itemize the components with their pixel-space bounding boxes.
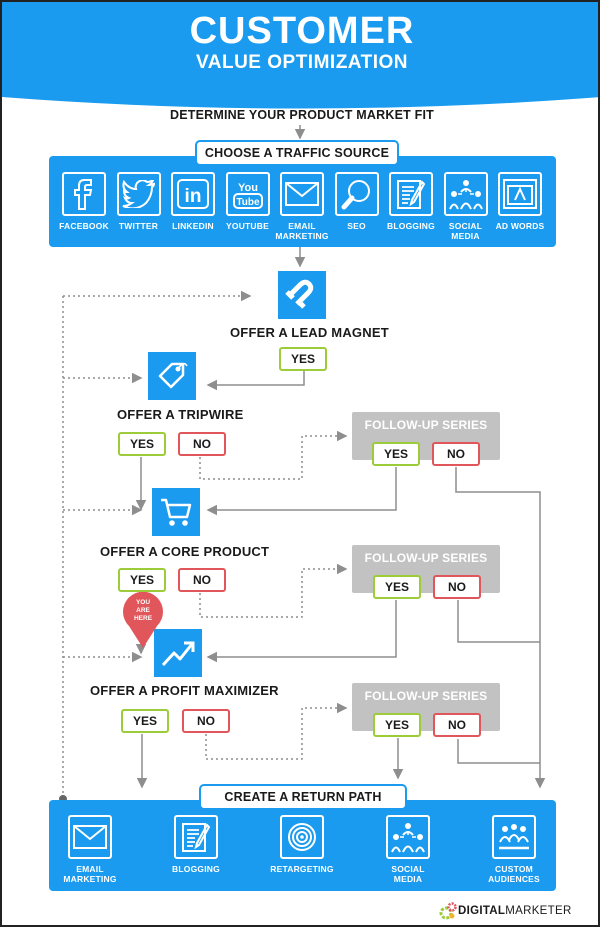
adwords-icon <box>498 172 542 216</box>
profit-maximizer-icon <box>154 629 202 677</box>
tripwire-label: OFFER A TRIPWIRE <box>117 407 244 422</box>
email-icon <box>280 172 324 216</box>
digital-marketer-logo: DIGITAL MARKETER <box>438 900 572 922</box>
blog-icon <box>389 172 433 216</box>
follow-up-title: FOLLOW-UP SERIES <box>364 418 488 432</box>
svg-text:You: You <box>238 182 258 194</box>
connector <box>206 600 397 663</box>
connector <box>206 371 305 391</box>
follow-up-3-yes: YES <box>373 713 421 737</box>
follow-up-1-no: NO <box>432 442 480 466</box>
traffic-source-label: AD WORDS <box>495 221 545 231</box>
traffic-source-label: LINKEDIN <box>172 221 214 231</box>
connector <box>457 600 540 643</box>
blog-icon <box>174 815 218 859</box>
traffic-source-title: CHOOSE A TRAFFIC SOURCE <box>195 140 399 166</box>
profit-maximizer-label: OFFER A PROFIT MAXIMIZER <box>90 683 279 698</box>
return-path-label: RETARGETING <box>270 864 334 874</box>
logo-text-digital: DIGITAL <box>458 905 506 917</box>
profit-maximizer-no: NO <box>182 709 230 733</box>
tripwire-no: NO <box>178 432 226 456</box>
core-product-icon <box>152 488 200 536</box>
traffic-source-label: FACEBOOK <box>59 221 109 231</box>
return-path-label: BLOGGING <box>172 864 220 874</box>
connector <box>455 467 546 789</box>
traffic-source-label: YOUTUBE <box>226 221 269 231</box>
core-product-label: OFFER A CORE PRODUCT <box>100 544 270 559</box>
social-icon <box>443 172 488 216</box>
lead-magnet-yes: YES <box>279 347 327 371</box>
traffic-source-panel <box>49 156 556 247</box>
target-icon <box>280 815 324 859</box>
lead-magnet-label: OFFER A LEAD MAGNET <box>230 325 389 340</box>
facebook-icon <box>62 172 106 216</box>
page-title: CUSTOMER <box>189 10 415 52</box>
lead-magnet-icon <box>278 271 326 319</box>
connector <box>206 467 397 516</box>
tripwire-yes: YES <box>118 432 166 456</box>
header-banner <box>2 2 598 109</box>
follow-up-title: FOLLOW-UP SERIES <box>364 551 488 565</box>
tripwire-icon <box>148 352 196 400</box>
determine-label: DETERMINE YOUR PRODUCT MARKET FIT <box>169 108 434 122</box>
follow-up-3-no: NO <box>433 713 481 737</box>
linkedin-icon: in <box>171 172 215 216</box>
header: CUSTOMER VALUE OPTIMIZATION <box>2 2 598 114</box>
core-product-yes: YES <box>118 568 166 592</box>
follow-up-title: FOLLOW-UP SERIES <box>364 689 488 703</box>
twitter-icon <box>116 172 161 216</box>
traffic-source-label: TWITTER <box>118 221 159 231</box>
email-icon <box>68 815 112 859</box>
follow-up-2-yes: YES <box>373 575 421 599</box>
connector <box>205 702 348 760</box>
magnifier-icon <box>334 172 379 216</box>
connector <box>199 563 348 618</box>
audience-icon <box>492 815 536 859</box>
profit-maximizer-yes: YES <box>121 709 169 733</box>
page-subtitle: VALUE OPTIMIZATION <box>195 52 408 73</box>
connector <box>457 739 540 764</box>
logo-text-marketer: MARKETER <box>505 905 572 917</box>
traffic-source-label: BLOGGING <box>387 221 435 231</box>
follow-up-1-yes: YES <box>372 442 420 466</box>
connector <box>199 430 348 480</box>
svg-text:Tube: Tube <box>236 197 260 208</box>
return-path-title: CREATE A RETURN PATH <box>199 784 407 810</box>
social-icon <box>386 815 430 859</box>
you-are-here-pin <box>123 592 163 648</box>
gear-logo-icon <box>439 902 457 920</box>
traffic-source-label: SEO <box>347 221 366 231</box>
follow-up-2-no: NO <box>433 575 481 599</box>
svg-text:in: in <box>185 186 202 207</box>
core-product-no: NO <box>178 568 226 592</box>
